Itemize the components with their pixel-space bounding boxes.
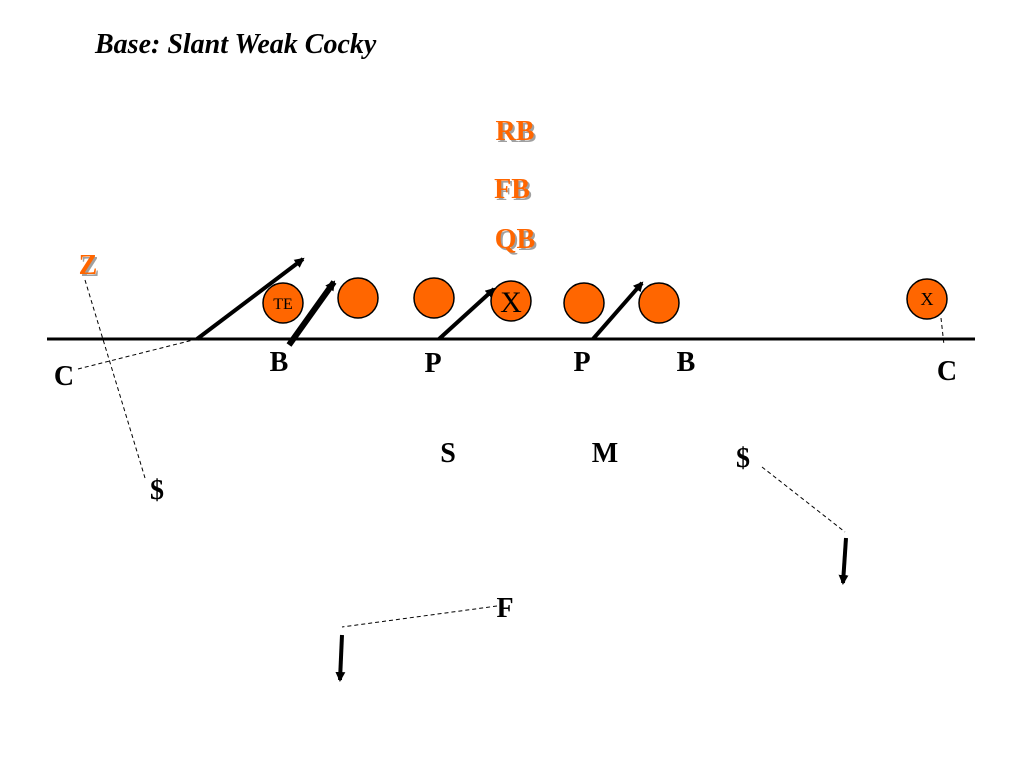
center-label: X — [500, 286, 522, 319]
player-circle-tight-end — [262, 282, 304, 324]
left-corner-coverage-line — [77, 338, 198, 370]
left-cocky-coverage-line — [84, 279, 146, 479]
sam-linebacker-label: S — [440, 438, 456, 469]
left-tackle-label: P — [424, 348, 441, 379]
offensive-line — [262, 277, 948, 324]
tight-end-label: TE — [273, 296, 293, 313]
left-cocky-label: $ — [150, 475, 164, 506]
right-cocky-label: $ — [736, 443, 750, 474]
defense: C B P P B C S M $ $ F — [54, 347, 957, 624]
quarterback-shadow: QB — [497, 226, 537, 257]
coverage-lines — [77, 279, 945, 628]
running-back-label: RB — [496, 116, 535, 147]
player-circle — [337, 277, 379, 319]
player-circle-center — [490, 280, 532, 322]
arrow-icon — [286, 280, 337, 347]
z-receiver-shadow: Z — [81, 252, 100, 283]
arrow-icon — [335, 634, 346, 682]
arrow-icon — [591, 281, 644, 341]
right-tackle-label: P — [573, 347, 590, 378]
free-safety-label: F — [496, 593, 513, 624]
right-end-label: B — [677, 347, 696, 378]
player-circle-split-end — [906, 278, 948, 320]
arrow-icon — [437, 287, 496, 341]
slant-arrows — [195, 257, 849, 682]
right-cocky-coverage-line — [761, 466, 846, 533]
offensive-backs: RB RB FB FB QB QB Z Z — [79, 116, 538, 283]
player-circle — [413, 277, 455, 319]
mike-linebacker-label: M — [592, 438, 618, 469]
split-end-label: X — [921, 289, 934, 309]
right-corner-label: C — [937, 356, 957, 387]
free-safety-coverage-line — [341, 605, 498, 628]
fullback-shadow: FB — [496, 176, 532, 207]
right-corner-coverage-line — [940, 317, 945, 346]
diagram-title: Base: Slant Weak Cocky — [94, 29, 377, 60]
player-circle — [638, 282, 680, 324]
quarterback-label: QB — [495, 224, 535, 255]
fullback-label: FB — [494, 174, 530, 205]
left-corner-label: C — [54, 361, 74, 392]
player-circle — [563, 282, 605, 324]
left-end-label: B — [270, 347, 289, 378]
arrow-icon — [195, 257, 305, 341]
z-receiver-label: Z — [79, 250, 98, 281]
arrow-icon — [838, 537, 849, 585]
running-back-shadow: RB — [498, 118, 537, 149]
